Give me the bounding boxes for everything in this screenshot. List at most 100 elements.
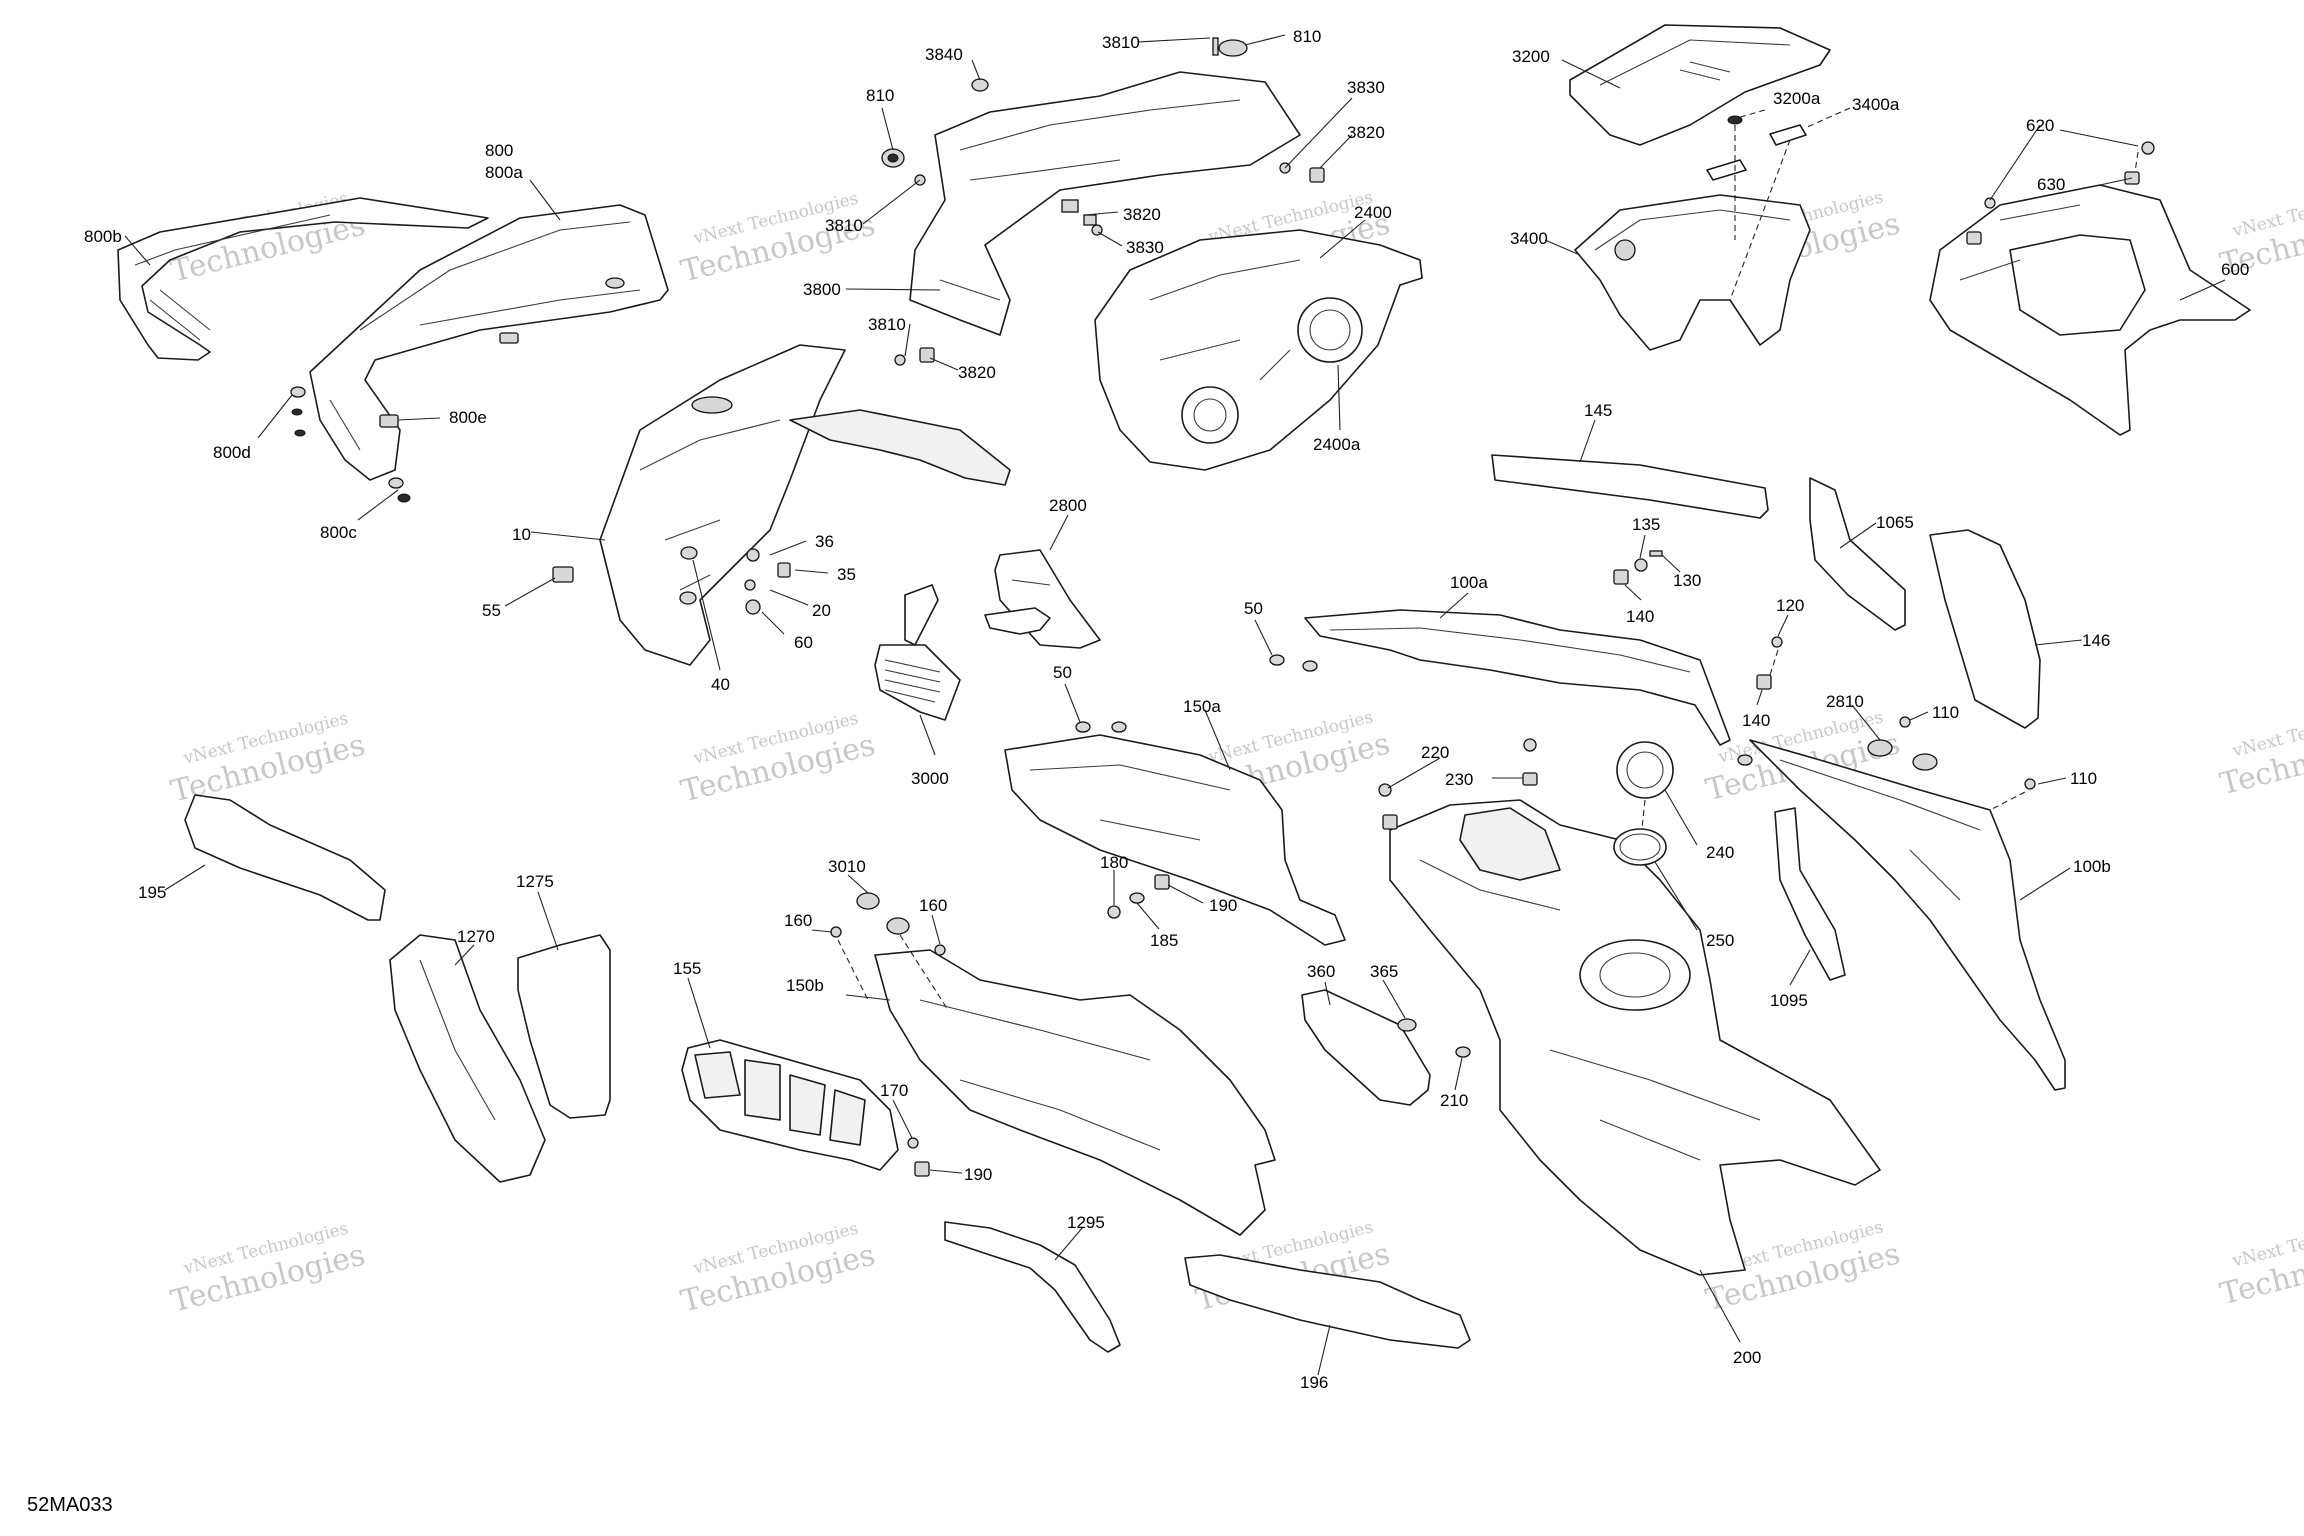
callout-3000: 3000 [911,769,949,788]
callout-800e: 800e [449,408,487,427]
callout-2800: 2800 [1049,496,1087,515]
part-3010-hardware [830,892,946,1177]
part-196-panel [1184,1254,1471,1349]
callout-365: 365 [1370,962,1398,981]
callout-3400a: 3400a [1852,95,1900,114]
callout-160: 160 [919,896,947,915]
callout-3820: 3820 [1347,123,1385,142]
part-2800-bracket [984,549,1101,649]
callout-3200a: 3200a [1773,89,1821,108]
part-1275-panel [517,934,611,1119]
callout-2810: 2810 [1826,692,1864,711]
callout-360: 360 [1307,962,1335,981]
callout-800c: 800c [320,523,357,542]
callout-160: 160 [784,911,812,930]
callout-50: 50 [1053,663,1072,682]
part-800-windshield [309,204,669,481]
callout-3820: 3820 [958,363,996,382]
callout-185: 185 [1150,931,1178,950]
callout-196: 196 [1300,1373,1328,1392]
callout-170: 170 [880,1081,908,1100]
callout-100b: 100b [2073,857,2111,876]
callout-40: 40 [711,675,730,694]
part-1065-side-panel [1809,477,1906,631]
part-50-washers [1075,654,1318,733]
part-150a-side-panel [1004,734,1346,946]
callout-3200: 3200 [1512,47,1550,66]
callout-190: 190 [964,1165,992,1184]
part-150b-side-panel [874,949,1276,1236]
part-600-instrument-cluster [1929,141,2251,436]
callout-210: 210 [1440,1091,1468,1110]
callout-180: 180 [1100,853,1128,872]
part-110-hardware [1737,636,2036,790]
part-10-hardware [552,548,791,615]
callout-110: 110 [1932,703,1959,722]
callout-3830: 3830 [1347,78,1385,97]
callout-810: 810 [1293,27,1321,46]
callout-800b: 800b [84,227,122,246]
callout-3810: 3810 [868,315,906,334]
callout-20: 20 [812,601,831,620]
callout-150a: 150a [1183,697,1221,716]
leader-lines [124,34,2226,1376]
callout-1095: 1095 [1770,991,1808,1010]
callout-800d: 800d [213,443,251,462]
callout-100a: 100a [1450,573,1488,592]
callout-135: 135 [1632,515,1660,534]
part-100a-side-rail [1304,609,1731,746]
callout-800: 800 [485,141,513,160]
callout-3810: 3810 [1102,33,1140,52]
callout-1275: 1275 [516,872,554,891]
callout-labels: 800 800a 800b 800d 800e 800c 3840 810 38… [84,27,2249,1392]
part-10-front-nose [599,344,1011,666]
callout-155: 155 [673,959,701,978]
part-220-hardware [1378,738,1538,830]
callout-810: 810 [866,86,894,105]
callout-110: 110 [2070,769,2097,788]
part-240-cap-ring [1616,741,1674,799]
part-1095-trim-strip [1774,807,1846,981]
callout-140: 140 [1742,711,1770,730]
part-3200-lid [1569,24,1831,146]
part-200-tank-assembly [1389,799,1881,1276]
callout-195: 195 [138,883,166,902]
part-145-trim-strip [1491,454,1769,519]
part-800-hardware [290,332,519,503]
part-1270-panel [389,934,546,1183]
diagram-code: 52MA033 [27,1494,113,1516]
part-800b-deflector [117,197,489,361]
part-180-hardware [1107,874,1170,919]
callout-150b: 150b [786,976,824,995]
callout-3800: 3800 [803,280,841,299]
callout-3830: 3830 [1126,238,1164,257]
callout-3010: 3010 [828,857,866,876]
part-3000-vent-grille [874,584,961,721]
callout-145: 145 [1584,401,1612,420]
part-135-hardware [1613,550,1663,585]
part-1295-trim-strip [944,1221,1121,1353]
callout-146: 146 [2082,631,2110,650]
callout-220: 220 [1421,743,1449,762]
part-100b-side-panel [1749,739,2066,1091]
callout-200: 200 [1733,1348,1761,1367]
callout-36: 36 [815,532,834,551]
part-3800-nose-frame [909,71,1301,336]
part-155-vent-grille [681,1039,899,1171]
callout-120: 120 [1776,596,1804,615]
callout-240: 240 [1706,843,1734,862]
part-365-hardware [1397,1018,1471,1058]
callout-800a: 800a [485,163,523,182]
callout-3810: 3810 [825,216,863,235]
part-146-side-panel [1929,529,2041,729]
callout-35: 35 [837,565,856,584]
callout-2400a: 2400a [1313,435,1361,454]
callout-620: 620 [2026,116,2054,135]
callout-3820: 3820 [1123,205,1161,224]
callout-3400: 3400 [1510,229,1548,248]
callout-60: 60 [794,633,813,652]
callout-600: 600 [2221,260,2249,279]
callout-130: 130 [1673,571,1701,590]
callout-10: 10 [512,525,531,544]
